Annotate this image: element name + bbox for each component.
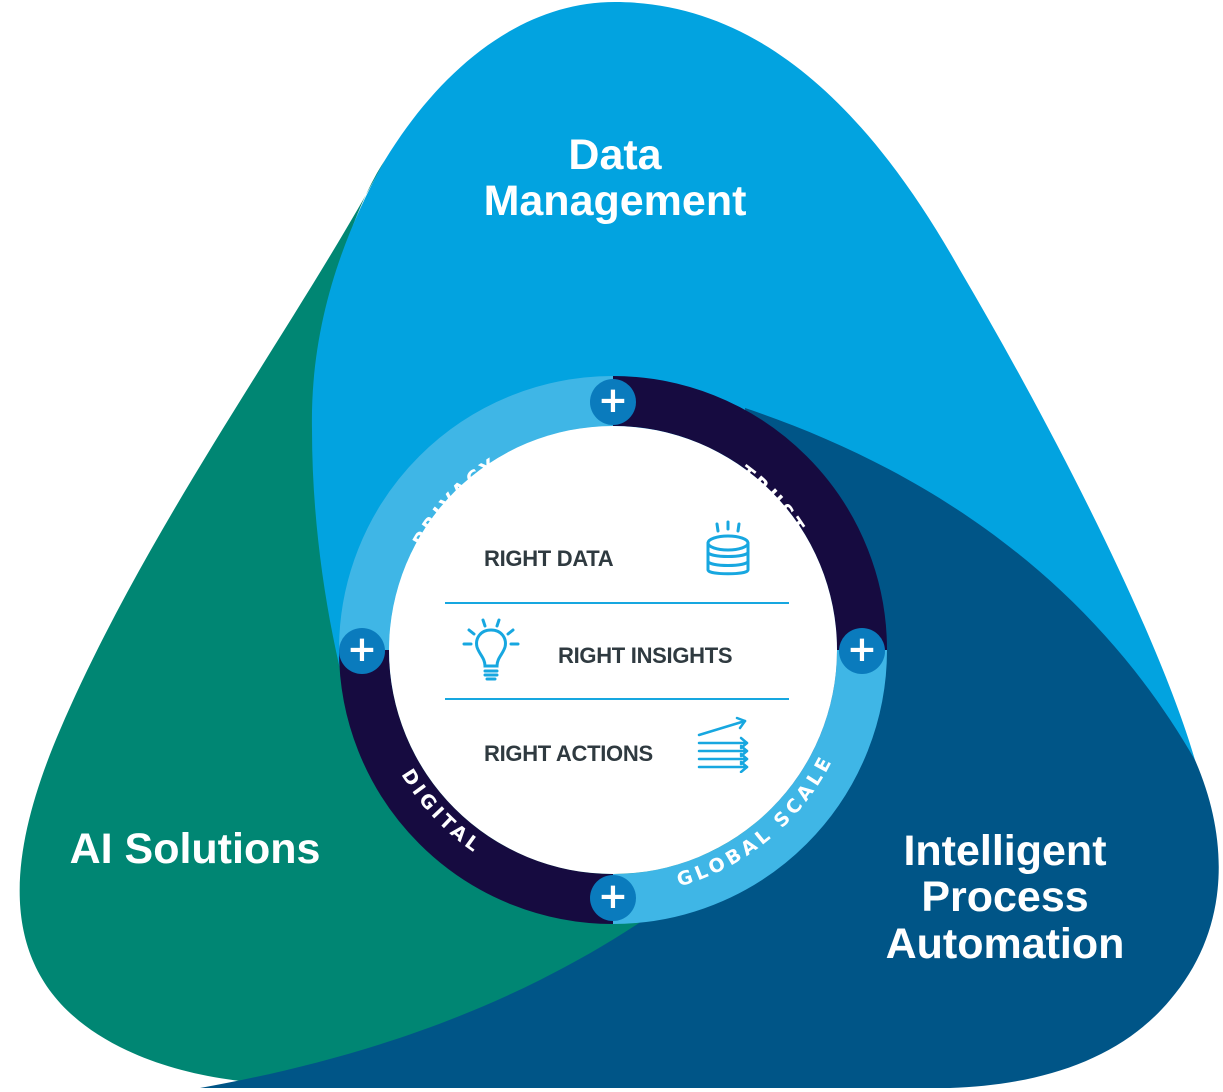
right-data-label: RIGHT DATA (484, 546, 614, 571)
plus-icon: + (597, 379, 629, 421)
ring-segment-digital[interactable] (339, 649, 614, 924)
intelligent-process-automation-lobe[interactable] (200, 408, 1219, 1088)
right-insights-label: RIGHT INSIGHTS (558, 643, 733, 668)
divider (445, 602, 789, 604)
ai-solutions-label-line1: AI Solutions (69, 825, 321, 873)
ipa-label-line2: Process (921, 873, 1089, 922)
lightbulb-icon (462, 618, 520, 681)
center-disc (389, 426, 837, 874)
arrows-icon (697, 716, 749, 773)
plus-button-bottom[interactable]: + (590, 875, 636, 921)
data-management-label: Data Management (415, 132, 815, 225)
plus-icon: + (846, 628, 878, 670)
data-management-label-line2: Management (483, 177, 747, 226)
ring-segment-trust[interactable] (612, 376, 887, 651)
ai-solutions-label: AI Solutions (30, 825, 360, 873)
data-management-label-line1: Data (568, 131, 662, 179)
right-actions-label: RIGHT ACTIONS (484, 741, 653, 766)
database-icon (706, 520, 750, 576)
ring-segment-global-scale[interactable] (612, 649, 887, 924)
plus-icon: + (346, 628, 378, 670)
intelligent-process-automation-label: Intelligent Process Automation (855, 827, 1155, 968)
ipa-label-line1: Intelligent (903, 827, 1107, 875)
plus-button-right[interactable]: + (839, 628, 885, 674)
ipa-label-line3: Automation (885, 919, 1125, 968)
plus-icon: + (597, 875, 629, 917)
ring-segment-privacy[interactable] (339, 376, 614, 651)
plus-button-top[interactable]: + (590, 379, 636, 425)
plus-button-left[interactable]: + (339, 628, 385, 674)
divider (445, 698, 789, 700)
